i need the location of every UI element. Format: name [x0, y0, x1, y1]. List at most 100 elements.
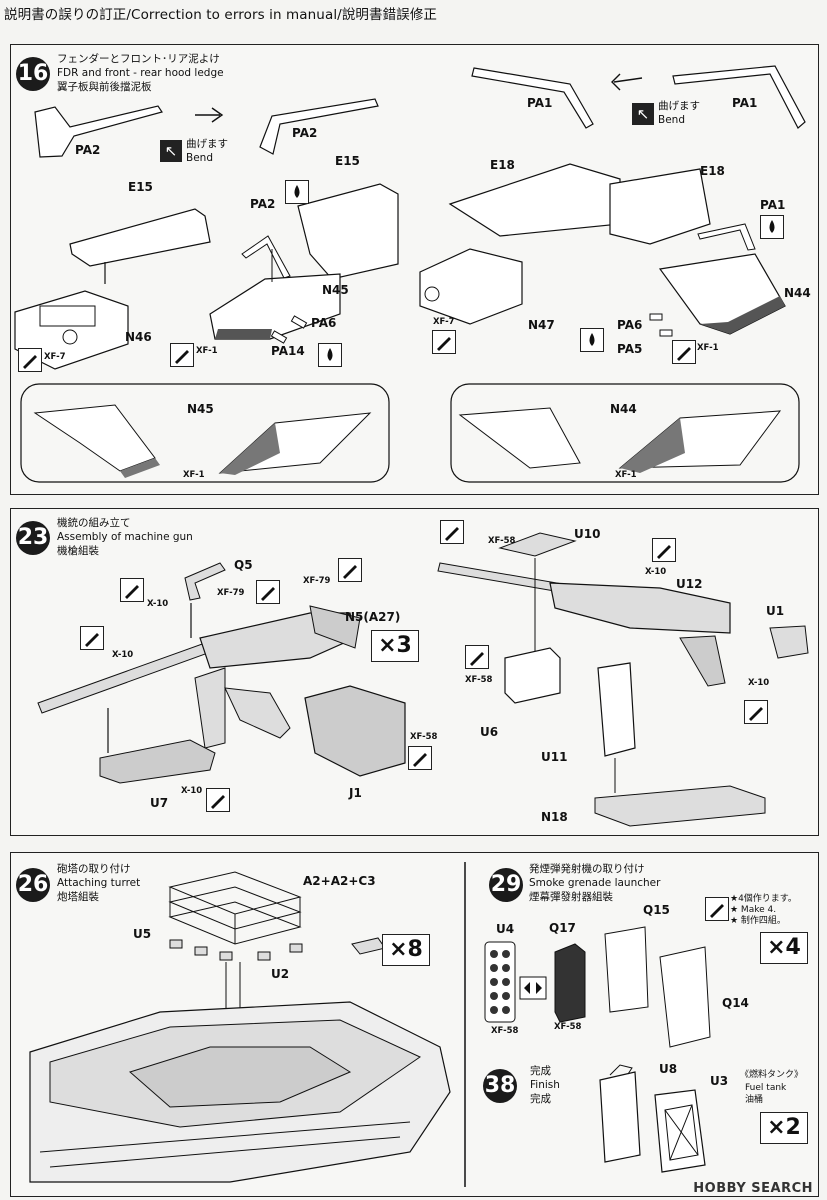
- brush-icon: [465, 645, 489, 669]
- step38-title-cn: 完成: [530, 1093, 551, 1105]
- n44-label-1: N44: [784, 286, 811, 300]
- n45-inset-label: N45: [187, 402, 214, 416]
- u5-label: U5: [133, 927, 152, 941]
- brush-icon: [18, 348, 42, 372]
- brush-icon: [652, 538, 676, 562]
- n44-detail-inset: [450, 383, 800, 483]
- xf1-inset-label-2: XF-1: [615, 470, 637, 480]
- xf7-label-1: XF-7: [44, 352, 66, 362]
- e18-label-1: E18: [490, 158, 515, 172]
- n45-label: N45: [322, 283, 349, 297]
- machine-gun-left-drawing: [37, 562, 406, 784]
- q15-label: Q15: [643, 903, 670, 917]
- n44-inset-label: N44: [610, 402, 637, 416]
- brush-icon: [170, 343, 194, 367]
- step26-title-cn: 炮塔組裝: [57, 891, 99, 903]
- make-four-note-cn: ★ 制作四組。: [730, 916, 786, 926]
- u6-label: U6: [480, 725, 499, 739]
- pa2-label-3: PA2: [250, 197, 276, 211]
- step29-title-en: Smoke grenade launcher: [529, 877, 661, 889]
- x10-label-3: X-10: [181, 786, 203, 796]
- paint-drop-icon: [580, 328, 604, 352]
- paint-drop-icon: [285, 180, 309, 204]
- turret-drawing: [29, 871, 451, 1183]
- machine-gun-right-drawing: [437, 532, 809, 827]
- x10-label-2: X-10: [112, 650, 134, 660]
- fuel-tank-label-cn: 油桶: [745, 1095, 764, 1105]
- xf1-inset-label-1: XF-1: [183, 470, 205, 480]
- make-four-note-jp: ★4個作ります。: [730, 894, 797, 904]
- u4-label: U4: [496, 922, 515, 936]
- bend-label-en-2: Bend: [658, 114, 685, 126]
- brush-icon: [338, 558, 362, 582]
- step16-title-cn: 翼子板與前後擋泥板: [57, 81, 152, 93]
- brush-icon: [256, 580, 280, 604]
- step23-title-cn: 機槍組裝: [57, 545, 99, 557]
- step16-drawing-right: [419, 65, 806, 337]
- n18-label: N18: [541, 810, 568, 824]
- fuel-tank-label-en: Fuel tank: [745, 1083, 787, 1093]
- x10-label-1: X-10: [147, 599, 169, 609]
- step16-number: 16: [16, 57, 50, 91]
- xf58-label-1: XF-58: [410, 732, 438, 742]
- u2-label: U2: [271, 967, 290, 981]
- u8-label: U8: [659, 1062, 678, 1076]
- bend-arrow-icon: ↖: [160, 140, 182, 162]
- multiplier-x3: ×3: [371, 630, 419, 662]
- brush-icon: [440, 520, 464, 544]
- pa2-label-2: PA2: [292, 126, 318, 140]
- bend-arrow-icon: ↖: [632, 103, 654, 125]
- pa14-label: PA14: [271, 344, 305, 358]
- step23-title-en: Assembly of machine gun: [57, 531, 193, 543]
- xf7-label-2: XF-7: [433, 317, 455, 327]
- xf1-label-2: XF-1: [697, 343, 719, 353]
- step26-title-en: Attaching turret: [57, 877, 141, 889]
- step16-drawing-left: [14, 98, 399, 370]
- u1-label: U1: [766, 604, 785, 618]
- a2-label: A2+A2+C3: [303, 874, 376, 888]
- fuel-tank-label-jp: 《燃料タンク》: [740, 1070, 804, 1080]
- pa2-label-1: PA2: [75, 143, 101, 157]
- q14-label: Q14: [722, 996, 749, 1010]
- pa1-label-3: PA1: [760, 198, 786, 212]
- step38-title-en: Finish: [530, 1079, 560, 1091]
- xf58-label-3: XF-58: [465, 675, 493, 685]
- e15-label-1: E15: [128, 180, 153, 194]
- xf79-label-1: XF-79: [217, 588, 245, 598]
- bend-label-en: Bend: [186, 152, 213, 164]
- bend-label-jp: 曲げます: [186, 138, 228, 150]
- brush-icon: [432, 330, 456, 354]
- bend-label-jp-2: 曲げます: [658, 100, 700, 112]
- e15-label-2: E15: [335, 154, 360, 168]
- xf58-label-5: XF-58: [554, 1022, 582, 1032]
- x10-label-4: X-10: [645, 567, 667, 577]
- brush-icon: [705, 897, 729, 921]
- step29-number: 29: [489, 868, 523, 902]
- pa6-label-2: PA6: [617, 318, 643, 332]
- multiplier-x8: ×8: [382, 934, 430, 966]
- brush-icon: [408, 746, 432, 770]
- n47-label: N47: [528, 318, 555, 332]
- smoke-launcher-drawing: [464, 862, 711, 1187]
- brush-icon: [206, 788, 230, 812]
- step38-number: 38: [483, 1069, 517, 1103]
- paint-drop-icon: [760, 215, 784, 239]
- u10-label: U10: [574, 527, 601, 541]
- step38-title-jp: 完成: [530, 1065, 551, 1077]
- step29-title-cn: 煙幕彈發射器組裝: [529, 891, 613, 903]
- pa6-label-1: PA6: [311, 316, 337, 330]
- pa5-label: PA5: [617, 342, 643, 356]
- e18-label-2: E18: [700, 164, 725, 178]
- xf58-label-2: XF-58: [488, 536, 516, 546]
- brush-icon: [120, 578, 144, 602]
- n46-label: N46: [125, 330, 152, 344]
- n5-label: N5(A27): [345, 610, 401, 624]
- step26-number: 26: [16, 868, 50, 902]
- step16-title-en: FDR and front - rear hood ledge: [57, 67, 224, 79]
- xf1-label-1: XF-1: [196, 346, 218, 356]
- fuel-tank-drawing: [599, 1064, 706, 1173]
- step26-title-jp: 砲塔の取り付け: [57, 863, 131, 875]
- u3-label: U3: [710, 1074, 729, 1088]
- page-title: 説明書の誤りの訂正/Correction to errors in manual…: [4, 7, 438, 23]
- xf79-label-2: XF-79: [303, 576, 331, 586]
